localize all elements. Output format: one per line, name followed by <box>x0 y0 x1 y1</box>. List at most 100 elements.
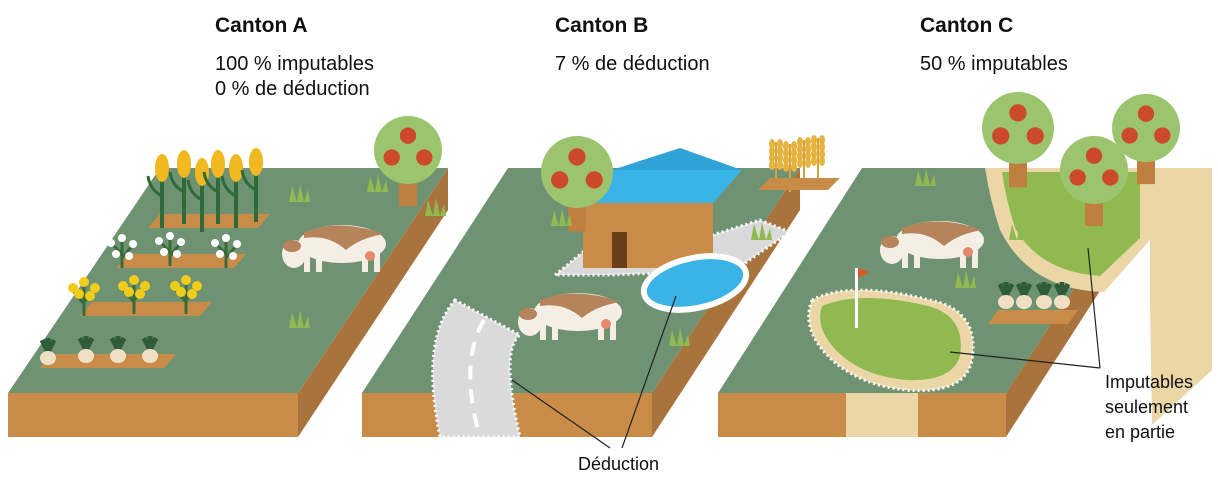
canton-a-line-1: 100 % imputables <box>215 53 374 75</box>
rapeseed-flower <box>192 281 202 291</box>
beet-icon <box>997 282 1015 309</box>
grass-blade <box>751 222 772 240</box>
partial-callout-line-1: Imputables <box>1105 372 1194 392</box>
tree-icon <box>982 92 1054 188</box>
cotton-boll <box>177 238 185 246</box>
wheat-grain <box>791 162 797 172</box>
beet-icon <box>77 336 95 363</box>
cow-patch <box>540 293 620 318</box>
rapeseed-icon <box>118 275 150 314</box>
beet-leaves <box>141 336 159 352</box>
grass-tuft-icon <box>367 174 388 192</box>
wheat-grain <box>805 158 811 168</box>
apple <box>1154 127 1171 144</box>
grass-blade <box>955 270 976 288</box>
canton-a-field-side <box>298 168 448 437</box>
rapeseed-flower <box>129 275 139 285</box>
tree-icon <box>1060 136 1128 227</box>
wheat-grain <box>769 146 775 156</box>
cow-leg <box>304 242 310 272</box>
grass-tuft-icon <box>551 208 572 226</box>
canton-c-title: Canton C <box>920 14 1014 37</box>
beet-root <box>110 349 126 363</box>
beet-root <box>1016 295 1032 309</box>
grass-blade <box>289 310 310 328</box>
wheat-stalk <box>789 144 791 192</box>
apple <box>551 171 569 189</box>
rapeseed-flower <box>187 289 197 299</box>
pond-icon <box>640 253 750 313</box>
beet-leaves <box>1053 282 1071 298</box>
cow-patch <box>304 225 384 250</box>
tree-icon <box>1112 94 1180 185</box>
deduction-callout: Déduction <box>578 454 660 474</box>
corn-icon <box>146 154 169 228</box>
cow-udder <box>601 319 611 329</box>
grass-blade <box>1009 222 1030 240</box>
wheat-grain <box>805 144 811 154</box>
wheat-grain <box>819 156 825 166</box>
canton-a-line-2: 0 % de déduction <box>215 78 370 100</box>
beet-icon <box>141 336 159 363</box>
cow-icon <box>282 225 386 272</box>
soil-bed <box>148 214 270 228</box>
cotton-boll <box>107 239 115 247</box>
apple <box>1085 147 1103 164</box>
rapeseed-icon <box>170 275 202 314</box>
partial-callout-line-2: seulement <box>1105 397 1189 417</box>
corn-icon <box>220 154 243 228</box>
apple <box>1009 104 1027 122</box>
rapeseed-flower <box>90 283 100 293</box>
cow-udder <box>365 251 375 261</box>
wheat-icon <box>783 141 797 192</box>
corn-icon <box>240 148 263 222</box>
leader-line <box>511 379 611 449</box>
barn-roof-front <box>583 170 742 203</box>
wheat-bed <box>758 178 840 190</box>
beet-root <box>1054 295 1070 309</box>
flag-icon <box>855 268 870 328</box>
flag-cloth <box>858 268 870 278</box>
corn-cob <box>249 148 263 176</box>
apple <box>416 149 433 166</box>
apple <box>992 127 1010 145</box>
beet-icon <box>1053 282 1071 309</box>
rapeseed-flower <box>181 275 191 285</box>
canton-c-line-1: 50 % imputables <box>920 53 1068 75</box>
cow-leg <box>610 310 616 340</box>
leader-line <box>621 295 677 449</box>
cow-head-patch <box>881 236 899 248</box>
wheat-grain <box>811 142 817 152</box>
cotton-boll <box>160 248 168 256</box>
wheat-grain <box>777 139 783 149</box>
apple <box>1121 127 1138 144</box>
cow-leg <box>540 310 546 340</box>
corn-icon <box>168 150 191 224</box>
grass-tuft-icon <box>1009 222 1030 240</box>
wheat-grain <box>819 135 825 145</box>
corn-cob <box>155 154 169 182</box>
apple <box>1137 105 1155 122</box>
soil-bed <box>40 354 176 368</box>
wheat-grain <box>783 141 789 151</box>
canton-b-line-1: 7 % de déduction <box>555 53 710 75</box>
wheat-grain <box>797 151 803 161</box>
apple <box>383 149 400 166</box>
rapeseed-flower <box>124 287 134 297</box>
orchard-side-strip <box>1150 168 1212 425</box>
tree-icon <box>541 136 613 232</box>
barn-roof-ridge <box>612 148 742 170</box>
wheat-grain <box>769 153 775 163</box>
wheat-grain <box>791 148 797 158</box>
grass-tuft-icon <box>955 270 976 288</box>
tree-icon <box>374 116 442 207</box>
apple <box>1069 169 1086 186</box>
wheat-icon <box>769 139 783 190</box>
corn-leaf <box>186 179 203 202</box>
tree-crown <box>1060 136 1128 204</box>
grass-tuft-icon <box>915 168 936 186</box>
wheat-grain <box>783 148 789 158</box>
partial-callout: Imputables seulement en partie <box>1105 370 1193 445</box>
rapeseed-flower <box>85 291 95 301</box>
